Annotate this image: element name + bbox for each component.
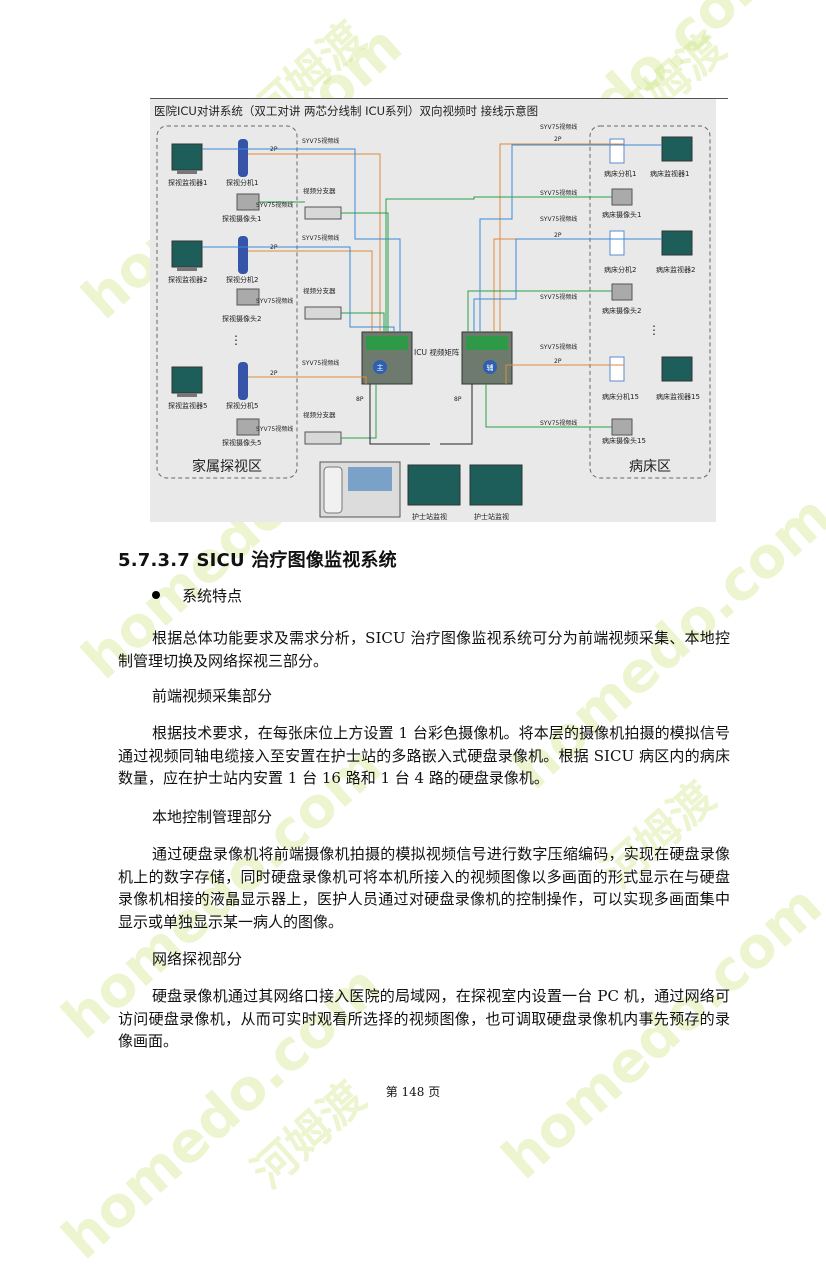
svg-text:8P: 8P (356, 396, 364, 403)
subheading: 前端视频采集部分 (152, 687, 273, 705)
svg-text:病床摄像头2: 病床摄像头2 (602, 306, 641, 315)
paragraph: 根据技术要求，在每张床位上方设置 1 台彩色摄像机。将本层的摄像机拍摄的模拟信号… (118, 724, 730, 787)
svg-text:视频分支器: 视频分支器 (303, 186, 336, 195)
right-group-3: 病床分机15 病床监视器15 病床摄像头15 (602, 356, 700, 445)
svg-text:SYV75视频线: SYV75视频线 (540, 189, 577, 197)
svg-text:视频分支器: 视频分支器 (303, 410, 336, 419)
svg-text:探视分机1: 探视分机1 (226, 178, 258, 187)
svg-text:探视摄像头2: 探视摄像头2 (222, 314, 261, 323)
svg-text:8P: 8P (454, 396, 462, 403)
svg-text:探视摄像头5: 探视摄像头5 (222, 438, 261, 447)
svg-text:病床摄像头15: 病床摄像头15 (602, 436, 646, 445)
page-number: 第 148 页 (385, 1085, 441, 1099)
subheading: 网络探视部分 (152, 950, 243, 968)
bullet-item: 系统特点 (152, 585, 242, 606)
right-group-1: 病床分机1 病床监视器1 病床摄像头1 (602, 136, 693, 219)
matrix-label: ICU 视频矩阵 (414, 347, 460, 357)
svg-text:SYV75视频线: SYV75视频线 (302, 359, 339, 367)
right-group-2: 病床分机2 病床监视器2 病床摄像头2 (602, 230, 695, 315)
section-heading: 5.7.3.7 SICU 治疗图像监视系统 (118, 550, 397, 571)
paragraph: 硬盘录像机通过其网络口接入医院的局域网，在探视室内设置一台 PC 机，通过网络可… (118, 987, 730, 1050)
svg-text:SYV75视频线: SYV75视频线 (256, 201, 293, 209)
svg-text:病床监视器15: 病床监视器15 (656, 392, 700, 401)
right-zone-label: 病床区 (629, 459, 671, 475)
paragraph: 通过硬盘录像机将前端摄像机拍摄的模拟视频信号进行数字压缩编码，实现在硬盘录像机上… (118, 845, 730, 931)
matrix-aux: 辅 (461, 331, 513, 385)
svg-text:⋮: ⋮ (648, 323, 660, 337)
left-group-2: 探视监视器2 探视分机2 探视摄像头2 (168, 236, 261, 323)
svg-text:病床分机15: 病床分机15 (602, 392, 639, 401)
svg-text:2P: 2P (270, 146, 278, 153)
svg-text:2P: 2P (554, 358, 562, 365)
splitter-2: 视频分支器 (303, 286, 342, 320)
svg-text:SYV75视频线: SYV75视频线 (302, 234, 339, 242)
svg-text:SYV75视频线: SYV75视频线 (540, 419, 577, 427)
svg-text:SYV75视频线: SYV75视频线 (256, 425, 293, 433)
bullet-text: 系统特点 (182, 587, 243, 605)
svg-text:SYV75视频线: SYV75视频线 (302, 137, 339, 145)
svg-text:探视监视器5: 探视监视器5 (168, 401, 207, 410)
bullet-dot-icon (152, 591, 160, 599)
svg-text:⋮: ⋮ (230, 333, 242, 347)
svg-text:病床监视器1: 病床监视器1 (650, 169, 689, 178)
svg-text:护士站监视: 护士站监视 (412, 512, 447, 521)
nurse-station-console (319, 461, 401, 518)
diagram-title: 医院ICU对讲系统（双工对讲 两芯分线制 ICU系列）双向视频时 接线示意图 (154, 104, 538, 118)
svg-text:2P: 2P (554, 232, 562, 239)
svg-text:2P: 2P (270, 244, 278, 251)
paragraph: 根据总体功能要求及需求分析，SICU 治疗图像监视系统可分为前端视频采集、本地控… (118, 629, 730, 670)
left-group-3: 探视监视器5 探视分机5 探视摄像头5 (168, 362, 261, 447)
svg-text:视频分支器: 视频分支器 (303, 286, 336, 295)
svg-text:SYV75视频线: SYV75视频线 (256, 297, 293, 305)
svg-text:辅: 辅 (487, 363, 494, 372)
svg-text:探视监视器1: 探视监视器1 (168, 178, 207, 187)
svg-text:2P: 2P (554, 136, 562, 143)
splitter-3: 视频分支器 (303, 410, 342, 445)
svg-text:病床分机2: 病床分机2 (604, 265, 636, 274)
svg-text:探视分机5: 探视分机5 (226, 401, 258, 410)
svg-text:SYV75视频线: SYV75视频线 (540, 215, 577, 223)
svg-text:探视摄像头1: 探视摄像头1 (222, 214, 261, 223)
splitter-1: 视频分支器 (303, 186, 342, 220)
nurse-monitor-2: 护士站监视 (469, 464, 523, 521)
svg-text:护士站监视: 护士站监视 (474, 512, 509, 521)
svg-text:2P: 2P (270, 370, 278, 377)
svg-text:SYV75视频线: SYV75视频线 (540, 343, 577, 351)
svg-text:探视分机2: 探视分机2 (226, 275, 258, 284)
left-zone-label: 家属探视区 (192, 458, 262, 475)
svg-text:病床监视器2: 病床监视器2 (656, 265, 695, 274)
svg-text:SYV75视频线: SYV75视频线 (540, 123, 577, 131)
wiring-diagram: 医院ICU对讲系统（双工对讲 两芯分线制 ICU系列）双向视频时 接线示意图 家… (150, 99, 716, 522)
svg-text:SYV75视频线: SYV75视频线 (540, 293, 577, 301)
header-rule (150, 98, 728, 99)
svg-text:探视监视器2: 探视监视器2 (168, 275, 207, 284)
subheading: 本地控制管理部分 (152, 808, 273, 826)
nurse-monitor-1: 护士站监视 (407, 464, 461, 521)
matrix-main: 主 (361, 331, 413, 385)
svg-text:主: 主 (377, 363, 384, 372)
left-group-1: 探视监视器1 探视分机1 探视摄像头1 (168, 139, 261, 223)
svg-text:病床摄像头1: 病床摄像头1 (602, 210, 641, 219)
svg-text:病床分机1: 病床分机1 (604, 169, 636, 178)
